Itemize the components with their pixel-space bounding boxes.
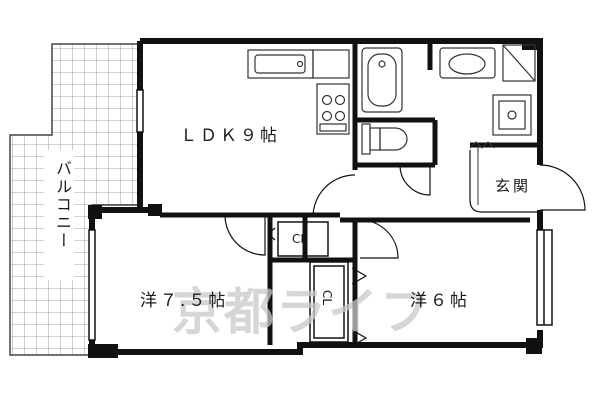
room-label-balcony: バルコニー xyxy=(53,160,72,250)
room-label-western-a: 洋７.５帖 xyxy=(140,291,229,311)
window-marks xyxy=(88,89,553,341)
washing-machine-pan xyxy=(492,94,532,136)
balcony xyxy=(9,43,141,356)
door-swings xyxy=(224,150,586,259)
room-label-entrance: 玄関 xyxy=(495,177,532,195)
toilet xyxy=(361,123,408,155)
closet-label-a: CL xyxy=(292,232,308,246)
closet-label-b: CL xyxy=(320,290,334,306)
step-marks xyxy=(469,141,495,205)
interior-walls xyxy=(160,41,540,345)
structural-columns xyxy=(88,38,542,358)
closet-outlines xyxy=(277,221,349,343)
watermark: 京都ライフ xyxy=(172,283,432,341)
kitchen-counter xyxy=(247,49,350,135)
room-label-ldk: ＬＤＫ９帖 xyxy=(180,126,280,146)
bathtub xyxy=(361,47,403,113)
room-label-western-b: 洋６帖 xyxy=(410,291,470,311)
storage-unit xyxy=(502,44,536,82)
closet-door-marks xyxy=(267,227,368,347)
washbasin xyxy=(439,47,496,79)
